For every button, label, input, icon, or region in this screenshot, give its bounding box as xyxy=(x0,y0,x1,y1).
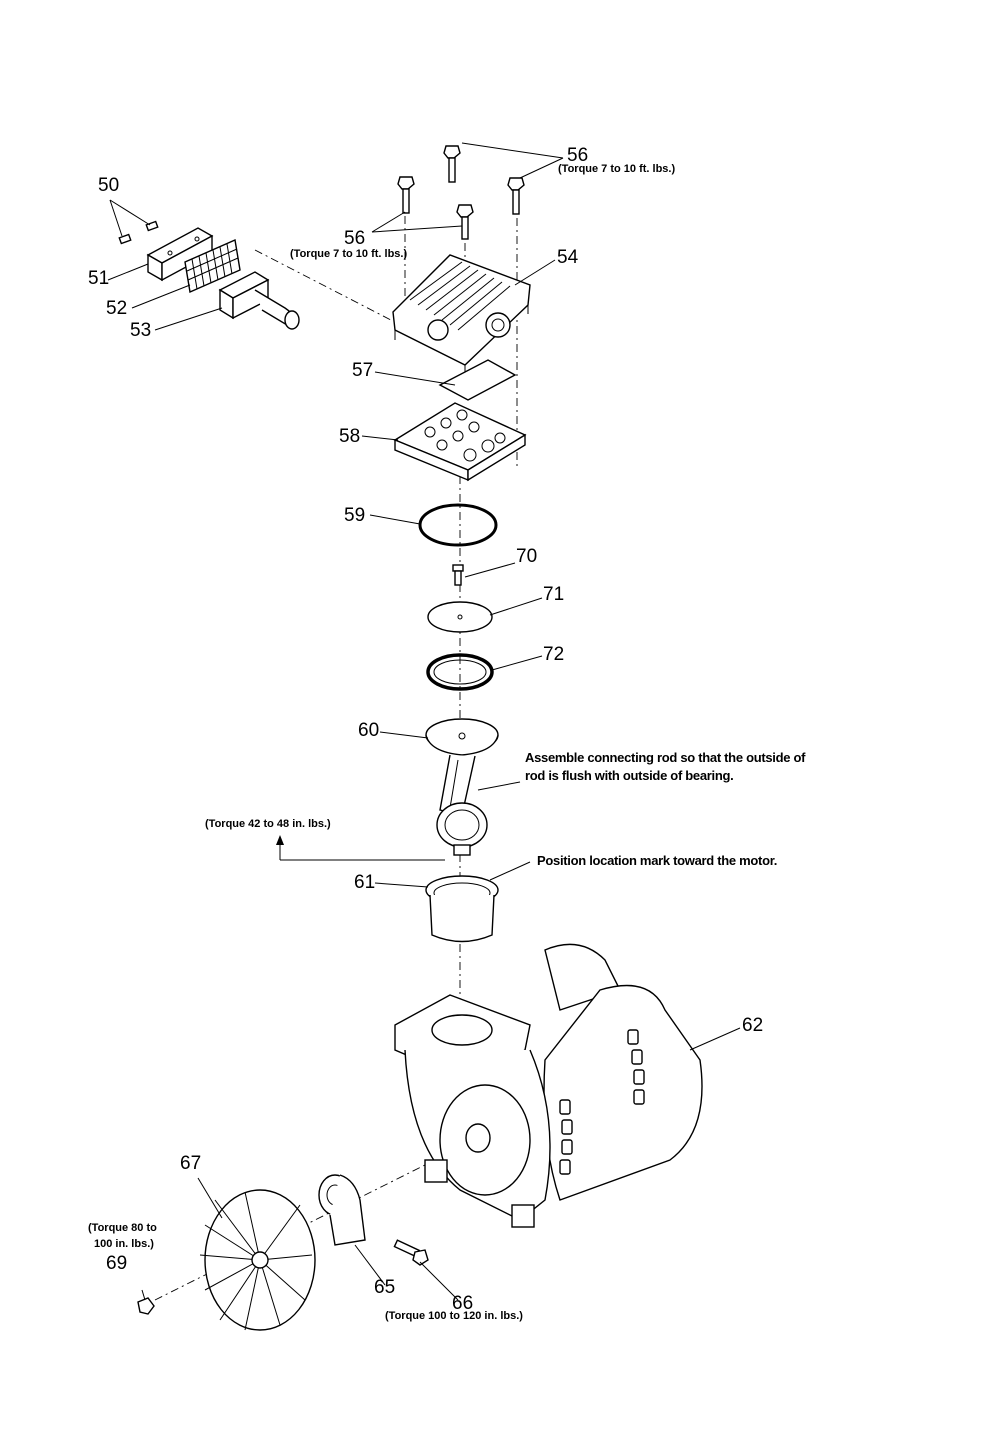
callout-61: 61 xyxy=(354,872,376,893)
bearing xyxy=(425,875,499,943)
torque-note-80-line2: 100 in. lbs.) xyxy=(94,1238,154,1250)
filter-screw xyxy=(118,220,159,245)
callout-50: 50 xyxy=(98,175,120,196)
valve-gasket xyxy=(438,359,517,401)
eccentric xyxy=(318,1174,366,1246)
callout-62: 62 xyxy=(742,1015,764,1036)
callout-59: 59 xyxy=(344,505,366,526)
torque-note-100-120: (Torque 100 to 120 in. lbs.) xyxy=(385,1310,523,1322)
arrow-head xyxy=(276,835,284,845)
retainer-plate xyxy=(427,601,493,633)
torque-note-56-top: (Torque 7 to 10 ft. lbs.) xyxy=(558,163,676,175)
callout-57: 57 xyxy=(352,360,374,381)
callout-66: 66 xyxy=(452,1293,474,1314)
callout-67: 67 xyxy=(180,1153,202,1174)
callout-71: 71 xyxy=(543,584,565,605)
callout-72: 72 xyxy=(543,644,565,665)
head-bolt xyxy=(507,177,525,215)
callout-54: 54 xyxy=(557,247,579,268)
callout-56-left: 56 xyxy=(344,228,366,249)
torque-note-56-left: (Torque 7 to 10 ft. lbs.) xyxy=(290,248,408,260)
callout-53: 53 xyxy=(130,320,152,341)
valve-plate xyxy=(393,402,527,482)
filter-element xyxy=(184,238,241,294)
fan-screw xyxy=(137,1297,155,1315)
callout-51: 51 xyxy=(88,268,110,289)
callout-69: 69 xyxy=(106,1253,128,1274)
cylinder-head xyxy=(392,254,531,375)
rod-instruction-line1: Assemble connecting rod so that the outs… xyxy=(525,750,806,765)
torque-note-80-line1: (Torque 80 to xyxy=(88,1222,157,1234)
callout-52: 52 xyxy=(106,298,128,319)
retainer-screw xyxy=(452,564,464,586)
callout-58: 58 xyxy=(339,426,361,447)
rod-instruction-line2: rod is flush with outside of bearing. xyxy=(525,768,734,783)
head-bolt xyxy=(397,176,415,214)
callout-70: 70 xyxy=(516,546,538,567)
callout-60: 60 xyxy=(358,720,380,741)
crank-bolt xyxy=(393,1239,429,1266)
cooling-fan xyxy=(199,1189,316,1331)
callout-56-top: 56 xyxy=(567,145,589,166)
head-bolt xyxy=(443,145,461,183)
leader-lines xyxy=(107,142,741,1301)
connecting-rod xyxy=(425,718,499,856)
motor-crankcase xyxy=(394,943,703,1228)
torque-note-42-48: (Torque 42 to 48 in. lbs.) xyxy=(205,818,331,830)
callout-65: 65 xyxy=(374,1277,396,1298)
o-ring xyxy=(418,503,498,547)
filter-housing xyxy=(218,271,300,330)
piston-ring xyxy=(426,653,494,691)
head-bolt xyxy=(456,204,474,240)
position-instruction: Position location mark toward the motor. xyxy=(537,853,778,868)
